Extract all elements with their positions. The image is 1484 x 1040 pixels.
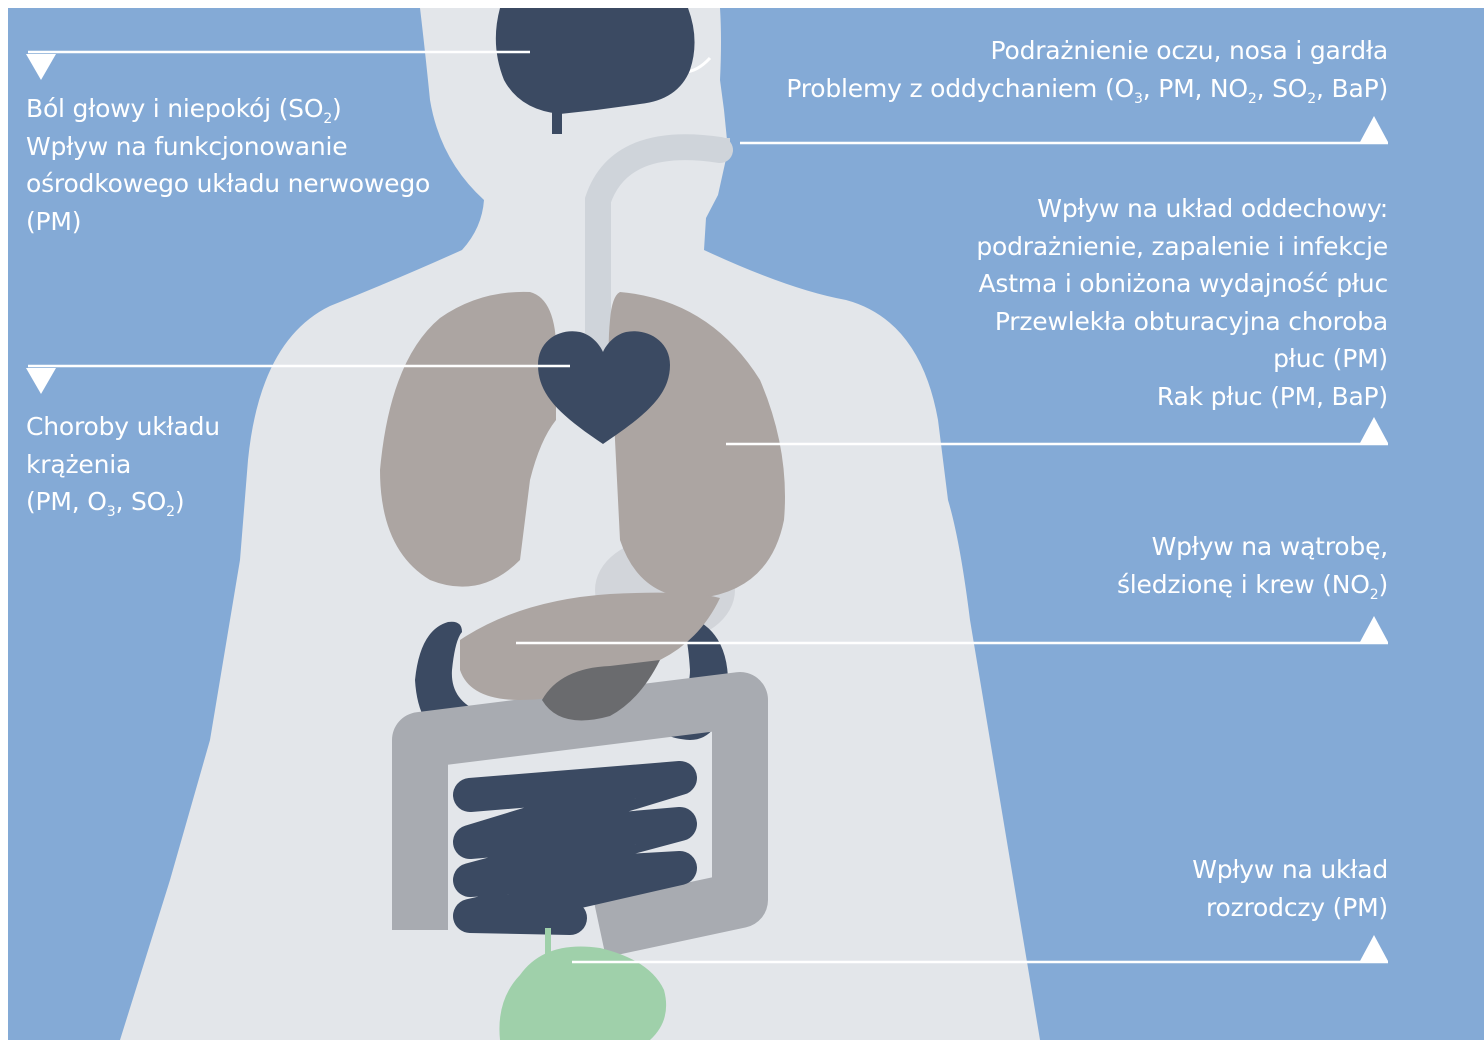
lungs-label-line-6: Rak płuc (PM, BaP) [976,378,1388,416]
heart-label-line-2: krążenia [26,446,220,484]
heart-label-line-3: (PM, O3, SO2) [26,483,220,521]
brain-label-line-4: (PM) [26,203,430,241]
lungs-label-line-5: płuc (PM) [976,340,1388,378]
heart-label-line-1: Choroby układu [26,408,220,446]
lungs-effects-label: Wpływ na układ oddechowy: podrażnienie, … [976,190,1388,415]
liver-label-line-2: śledzionę i krew (NO2) [1117,566,1388,604]
reproductive-stem [545,928,551,968]
brain-label-line-3: ośrodkowego układu nerwowego [26,165,430,203]
heart-effects-label: Choroby układu krążenia (PM, O3, SO2) [26,408,220,521]
brain-label-line-2: Wpływ na funkcjonowanie [26,128,430,166]
eyes-effects-label: Podrażnienie oczu, nosa i gardła Problem… [786,32,1388,107]
reproductive-effects-label: Wpływ na układ rozrodczy (PM) [1192,851,1388,926]
eyes-label-line-1: Podrażnienie oczu, nosa i gardła [786,32,1388,70]
brain-effects-label: Ból głowy i niepokój (SO2) Wpływ na funk… [26,90,430,240]
lungs-label-line-3: Astma i obniżona wydajność płuc [976,265,1388,303]
brain-stem [552,100,562,134]
eyes-label-line-2: Problemy z oddychaniem (O3, PM, NO2, SO2… [786,70,1388,108]
lungs-label-line-2: podrażnienie, zapalenie i infekcje [976,228,1388,266]
liver-label-line-1: Wpływ na wątrobę, [1117,528,1388,566]
liver-effects-label: Wpływ na wątrobę, śledzionę i krew (NO2) [1117,528,1388,603]
reproductive-label-line-1: Wpływ na układ [1192,851,1388,889]
brain-label-line-1: Ból głowy i niepokój (SO2) [26,90,430,128]
lungs-label-line-1: Wpływ na układ oddechowy: [976,190,1388,228]
lungs-label-line-4: Przewlekła obturacyjna choroba [976,303,1388,341]
reproductive-label-line-2: rozrodczy (PM) [1192,889,1388,927]
